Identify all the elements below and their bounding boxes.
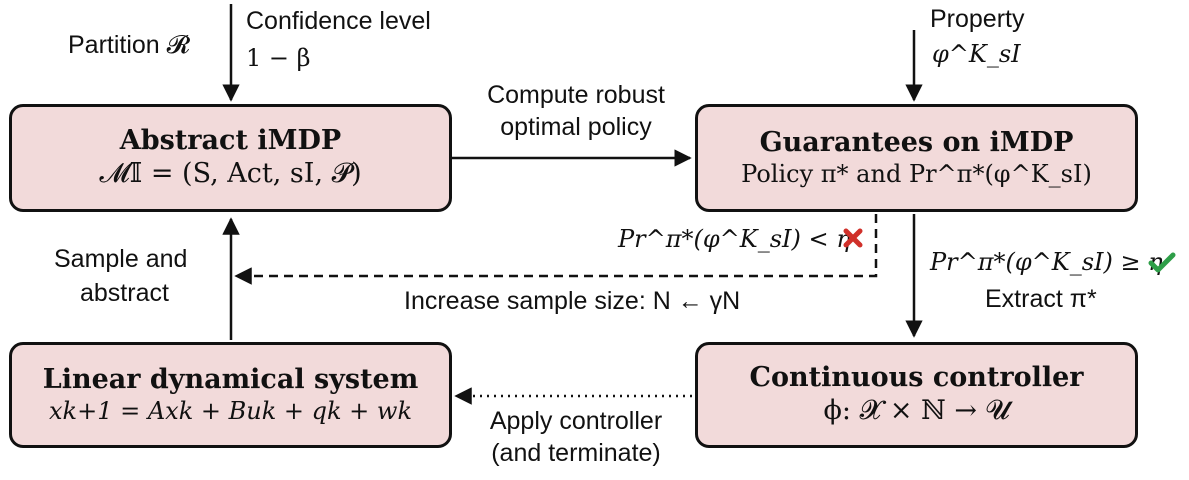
check-icon [1148, 252, 1176, 273]
guarantees-title: Guarantees on iMDP [759, 126, 1074, 158]
controller-box: Continuous controller ϕ: 𝓧 × ℕ → 𝓤 [695, 342, 1138, 448]
property-label: Property [930, 5, 1025, 33]
guarantees-body: Policy π* and Pr^π*(φ^K_sI) [741, 160, 1092, 189]
abstract-imdp-tuple: 𝓜𝕀 = (S, Act, sI, 𝓟) [99, 158, 362, 190]
apply-label-line2: (and terminate) [491, 439, 661, 467]
controller-signature: ϕ: 𝓧 × ℕ → 𝓤 [823, 395, 1010, 427]
cross-icon [843, 228, 863, 248]
arrow-increase-sample-size [234, 214, 878, 285]
linear-system-equation: xk+1 = Axk + Buk + qk + wk [49, 397, 412, 426]
compute-label-line1: Compute robust [487, 81, 665, 109]
increase-sample-label: Increase sample size: N ← γN [404, 287, 741, 315]
extract-label: Extract π* [985, 285, 1097, 313]
partition-label: Partition 𝓡 [68, 31, 191, 59]
apply-label-line1: Apply controller [489, 407, 663, 435]
sample-label-line2: abstract [80, 279, 169, 307]
abstract-imdp-box: Abstract iMDP 𝓜𝕀 = (S, Act, sI, 𝓟) [9, 104, 452, 212]
linear-system-box: Linear dynamical system xk+1 = Axk + Buk… [9, 342, 452, 448]
property-formula: φ^K_sI [932, 40, 1021, 68]
compute-label-line2: optimal policy [500, 113, 652, 141]
guarantees-box: Guarantees on iMDP Policy π* and Pr^π*(φ… [695, 104, 1138, 212]
controller-title: Continuous controller [749, 361, 1084, 393]
linear-system-title: Linear dynamical system [42, 363, 419, 395]
confidence-label: Confidence level [246, 7, 431, 35]
abstract-imdp-title: Abstract iMDP [119, 124, 342, 156]
fail-condition: Pr^π*(φ^K_sI) < η [618, 225, 851, 253]
sample-label-line1: Sample and [54, 245, 188, 273]
success-condition: Pr^π*(φ^K_sI) ≥ η [930, 248, 1163, 276]
confidence-value: 1 − β [246, 44, 311, 72]
